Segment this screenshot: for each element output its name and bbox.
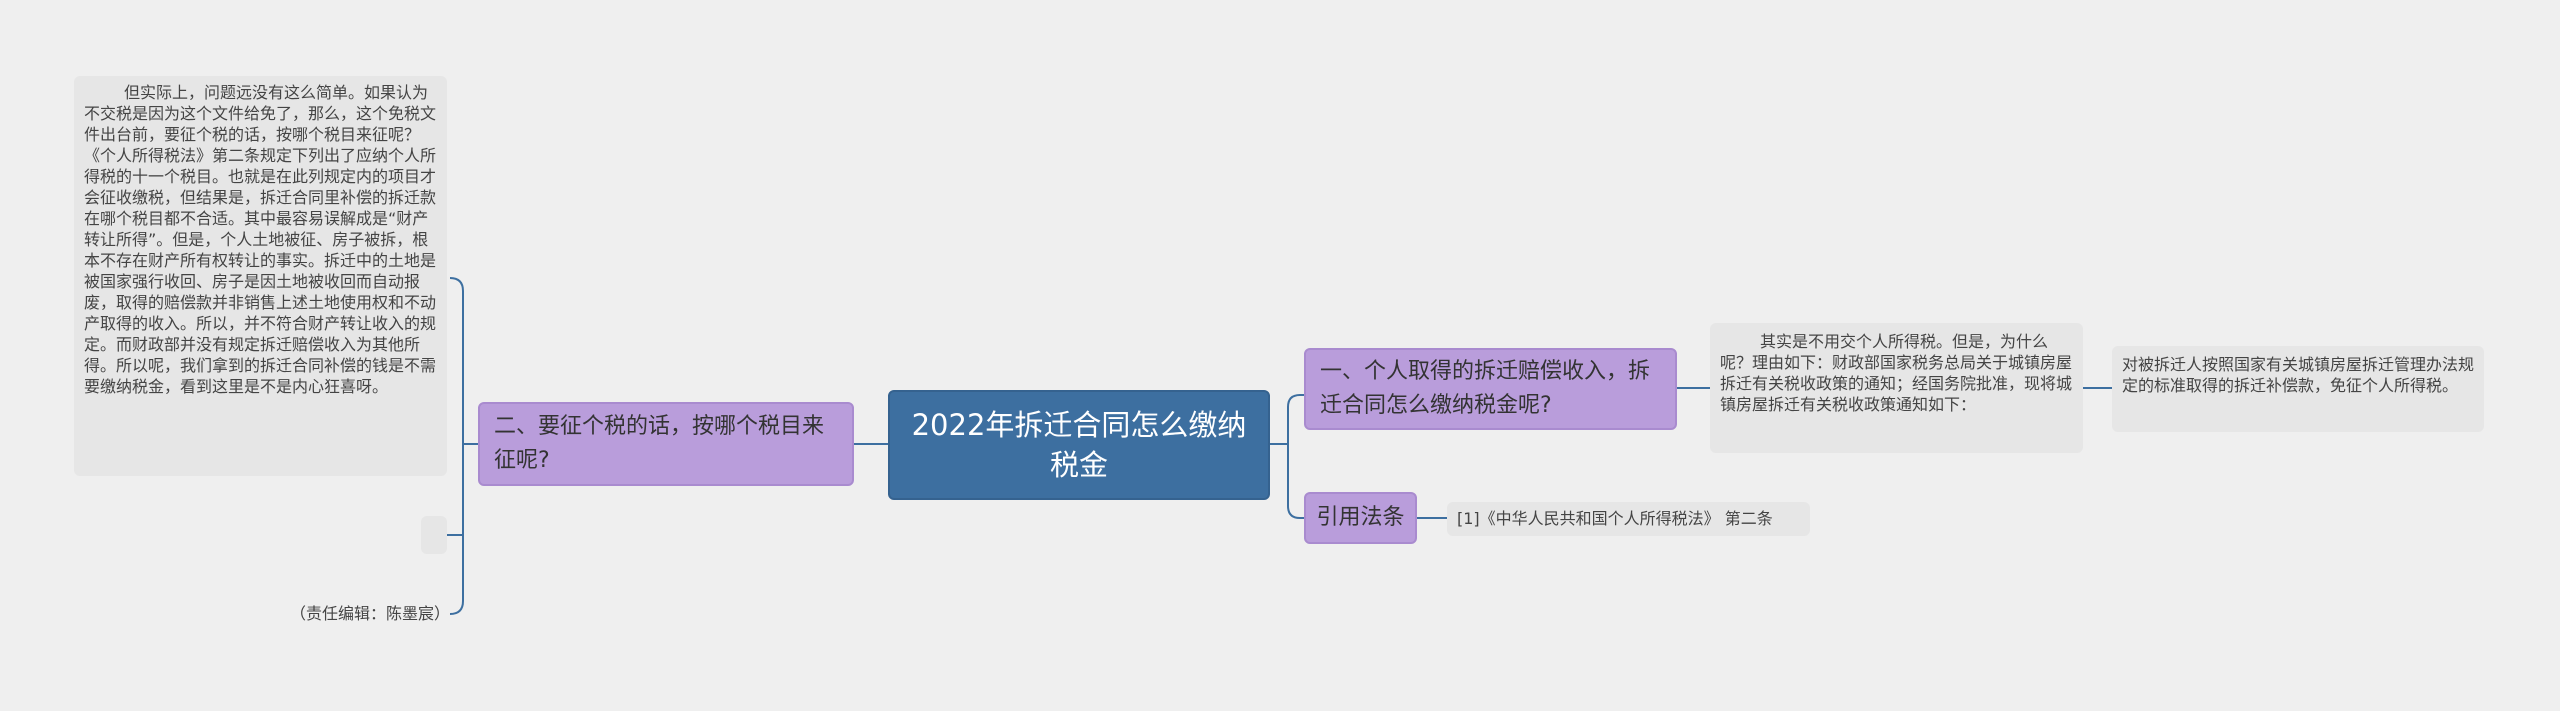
law-citation[interactable]: [1]《中华人民共和国个人所得税法》 第二条 [1447,502,1810,536]
detail-exemption[interactable]: 对被拆迁人按照国家有关城镇房屋拆迁管理办法规定的标准取得的拆迁补偿款，免征个人所… [2112,346,2484,432]
root-text: 2022年拆迁合同怎么缴纳税金 [911,408,1247,482]
law-citation-text: [1]《中华人民共和国个人所得税法》 第二条 [1457,509,1773,528]
detail-exemption-text: 对被拆迁人按照国家有关城镇房屋拆迁管理办法规定的标准取得的拆迁补偿款，免征个人所… [2122,355,2475,395]
empty-node[interactable] [421,516,447,554]
detail-no-tax[interactable]: 其实是不用交个人所得税。但是，为什么呢？理由如下：财政部国家税务总局关于城镇房屋… [1710,323,2083,453]
link-right-bracket [1287,394,1301,519]
branch-personal-income[interactable]: 一、个人取得的拆迁赔偿收入，拆迁合同怎么缴纳税金呢? [1304,348,1677,430]
branch-which-tax-item-label: 二、要征个税的话，按哪个税目来征呢? [494,414,825,473]
editor-credit[interactable]: （责任编辑：陈墨宸） [262,603,450,627]
branch-legal-reference[interactable]: 引用法条 [1304,492,1417,544]
branch-personal-income-label: 一、个人取得的拆迁赔偿收入，拆迁合同怎么缴纳税金呢? [1320,359,1651,418]
link-left-bracket [449,277,464,615]
detail-explanation-text: 但实际上，问题远没有这么简单。如果认为不交税是因为这个文件给免了，那么，这个免税… [84,83,437,396]
branch-legal-reference-label: 引用法条 [1316,505,1405,530]
branch-which-tax-item[interactable]: 二、要征个税的话，按哪个税目来征呢? [478,402,854,486]
root-node[interactable]: 2022年拆迁合同怎么缴纳税金 [888,390,1270,500]
editor-credit-text: （责任编辑：陈墨宸） [289,604,450,623]
detail-no-tax-text: 其实是不用交个人所得税。但是，为什么呢？理由如下：财政部国家税务总局关于城镇房屋… [1720,332,2073,414]
detail-explanation[interactable]: 但实际上，问题远没有这么简单。如果认为不交税是因为这个文件给免了，那么，这个免税… [74,76,447,476]
